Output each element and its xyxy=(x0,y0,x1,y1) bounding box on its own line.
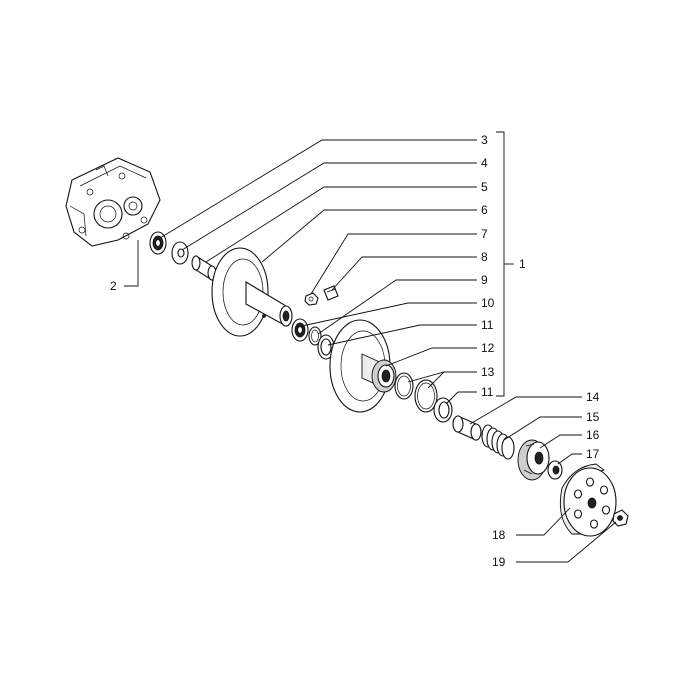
label-3: 3 xyxy=(481,133,488,147)
part-12-movable-pulley xyxy=(329,319,397,413)
label-10: 10 xyxy=(481,296,495,310)
label-4: 4 xyxy=(481,156,488,170)
part-17-washer xyxy=(547,460,563,480)
label-9: 9 xyxy=(481,273,488,287)
part-5-bushing xyxy=(191,255,217,281)
part-15-spring xyxy=(481,424,515,460)
label-2: 2 xyxy=(110,279,117,293)
label-11-lower: 11 xyxy=(481,385,494,399)
label-17: 17 xyxy=(586,447,600,461)
label-16: 16 xyxy=(586,428,600,442)
label-13: 13 xyxy=(481,365,495,379)
part-18-clutch-bell xyxy=(559,463,617,537)
label-18: 18 xyxy=(492,528,506,542)
part-6-fixed-pulley xyxy=(211,247,293,337)
label-12: 12 xyxy=(481,341,495,355)
label-1: 1 xyxy=(519,257,526,271)
part-8-screw xyxy=(323,285,339,301)
part-10-bearing xyxy=(291,318,309,342)
part-19-nut xyxy=(612,509,629,527)
label-15: 15 xyxy=(586,410,600,424)
part-13-o-rings xyxy=(394,372,438,413)
part-16-clutch xyxy=(517,439,550,481)
part-4-washer xyxy=(171,241,189,265)
label-5: 5 xyxy=(481,180,488,194)
label-19: 19 xyxy=(492,555,506,569)
leader-lines xyxy=(124,131,617,563)
housing-cover xyxy=(65,157,161,247)
label-7: 7 xyxy=(481,227,488,241)
label-14: 14 xyxy=(586,390,600,404)
part-3-bearing xyxy=(149,231,167,255)
part-9-ring xyxy=(308,326,322,346)
label-6: 6 xyxy=(481,203,488,217)
part-7-nut xyxy=(304,292,319,306)
label-8: 8 xyxy=(481,250,488,264)
part-14-sleeve xyxy=(452,415,482,441)
part-number-labels: 3 4 5 6 7 8 9 10 11 12 13 11 1 2 14 15 1… xyxy=(110,133,600,569)
part-11-seal-lower xyxy=(433,397,453,423)
part-11-seal-upper xyxy=(317,334,335,360)
label-11-upper: 11 xyxy=(481,318,494,332)
